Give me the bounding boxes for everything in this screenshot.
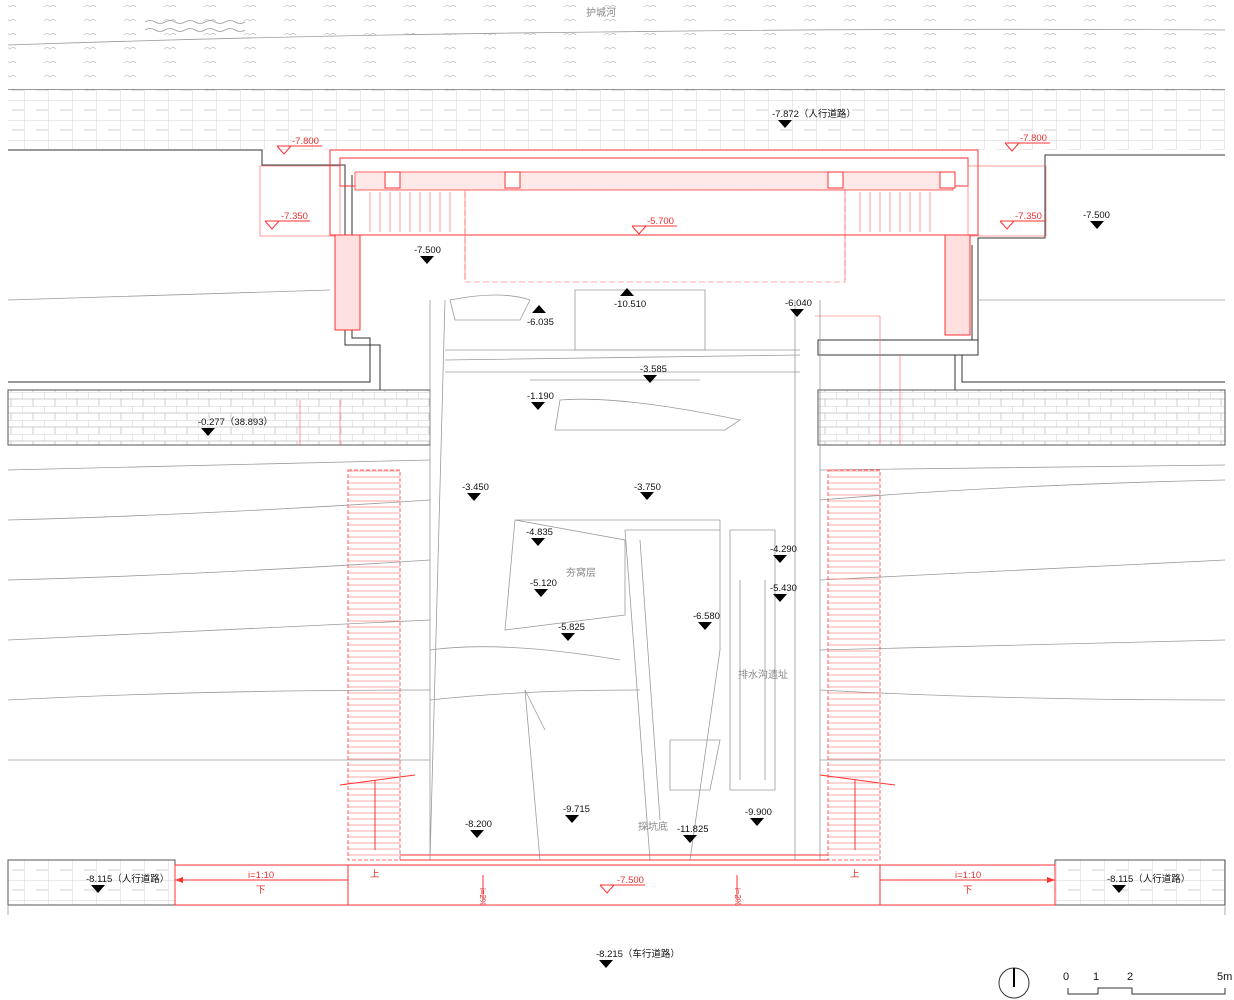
elevation-marker-icon xyxy=(201,428,215,436)
elevation-label: -1.190 xyxy=(527,391,554,402)
ramp-down-left: 下 xyxy=(256,885,266,896)
elevation-label: -3.450 xyxy=(462,482,489,493)
ramp-down-right: 下 xyxy=(963,885,973,896)
pit-bottom-label: 探坑底 xyxy=(638,820,668,833)
elevation-markers: -7.872（人行道路） -7.500 -7.500 -10.510 -6.03… xyxy=(86,108,1190,968)
left-building xyxy=(7,149,431,446)
elevation-label: -8.115（人行道路） xyxy=(86,873,169,885)
elevation-marker-icon xyxy=(698,622,712,630)
elevation-marker-icon xyxy=(599,960,613,968)
moat-label: 护城河 xyxy=(586,6,616,19)
north-arrow-icon xyxy=(998,967,1030,999)
red-elevation-label: -7.350 xyxy=(281,211,308,222)
rammed-layer-label: 夯窝层 xyxy=(566,566,596,579)
elevation-label: -5.825 xyxy=(558,622,585,633)
red-elevation-label: -7.800 xyxy=(1020,133,1047,144)
elevation-label: -11.825 xyxy=(677,824,709,835)
drain-ruins-label: 排水沟遗址 xyxy=(738,668,788,681)
elevation-label: -7.500 xyxy=(414,245,441,256)
elevation-label: -7.500 xyxy=(1083,210,1110,221)
red-elevation-label: -5.700 xyxy=(647,216,674,227)
scale-tick: 1 xyxy=(1093,971,1099,983)
red-elevation-label: -7.350 xyxy=(1015,211,1042,222)
elevation-label: -9.900 xyxy=(745,807,772,818)
drain-slope-right: i=2% xyxy=(733,888,742,906)
elevation-marker-icon xyxy=(467,493,481,501)
elevation-label: -3.585 xyxy=(640,364,667,375)
elevation-label: -4.290 xyxy=(770,544,797,555)
elevation-label: -6.040 xyxy=(785,298,812,309)
elevation-label: -4.835 xyxy=(526,527,553,538)
scale-bar: 0 1 2 5m xyxy=(1063,971,1232,995)
elevation-marker-icon xyxy=(1090,221,1104,229)
elevation-marker-icon xyxy=(773,594,787,602)
bottom-road xyxy=(7,854,1226,915)
elevation-marker-icon xyxy=(640,492,654,500)
ramp-annotations: i=1:10 下 i=1:10 下 上 上 i=2% i=2% xyxy=(248,869,981,906)
elevation-label: -7.872（人行道路） xyxy=(772,108,856,120)
elevation-marker-icon xyxy=(778,120,792,128)
elevation-marker-icon xyxy=(750,818,764,826)
scale-tick: 5m xyxy=(1217,971,1232,983)
elevation-label: -10.510 xyxy=(614,299,646,310)
elevation-marker-icon xyxy=(91,885,105,893)
elevation-label: -3.750 xyxy=(634,482,661,493)
scale-tick: 2 xyxy=(1127,971,1133,983)
elevation-marker-icon xyxy=(561,633,575,641)
elevation-marker-icon xyxy=(620,288,634,296)
elevation-marker-icon xyxy=(643,375,657,383)
ramp-slope-left: i=1:10 xyxy=(248,870,274,881)
elevation-marker-icon xyxy=(420,256,434,264)
elevation-marker-icon xyxy=(773,555,787,563)
elevation-label: -6.035 xyxy=(527,317,554,328)
red-elevation-label: -7.800 xyxy=(292,136,319,147)
excavation-pit xyxy=(7,289,1226,861)
elevation-marker-icon xyxy=(531,538,545,546)
drain-slope-left: i=2% xyxy=(478,888,487,906)
red-structure xyxy=(259,149,1047,445)
elevation-label: -0.277（38.893） xyxy=(198,416,273,428)
scale-tick: 0 xyxy=(1063,971,1069,983)
elevation-marker-icon xyxy=(470,830,484,838)
stairs xyxy=(339,469,896,861)
right-building xyxy=(817,154,1226,446)
stair-up-left: 上 xyxy=(370,869,380,880)
stair-up-right: 上 xyxy=(850,869,860,880)
elevation-marker-icon xyxy=(683,835,697,843)
elevation-marker-icon xyxy=(531,402,545,410)
red-elevation-markers: -7.800 -7.800 -7.350 -7.350 -5.700 -7.50… xyxy=(264,133,1050,894)
elevation-label: -8.115（人行道路） xyxy=(1107,873,1190,885)
elevation-label: -5.430 xyxy=(770,583,797,594)
elevation-marker-icon xyxy=(534,589,548,597)
moat-area: 护城河 xyxy=(7,0,1226,91)
elevation-label: -9.715 xyxy=(563,804,590,815)
elevation-label: -6.580 xyxy=(693,611,720,622)
ramp-slope-right: i=1:10 xyxy=(955,870,981,881)
elevation-label: -5.120 xyxy=(530,578,557,589)
top-pavement xyxy=(8,90,1225,150)
elevation-marker-icon xyxy=(790,309,804,317)
red-elevation-label: -7.500 xyxy=(617,875,644,886)
elevation-marker-icon xyxy=(532,305,546,313)
elevation-label: -8.200 xyxy=(465,819,492,830)
elevation-marker-icon xyxy=(565,815,579,823)
elevation-label: -8.215（车行道路） xyxy=(596,948,680,960)
elevation-marker-icon xyxy=(1112,885,1126,893)
